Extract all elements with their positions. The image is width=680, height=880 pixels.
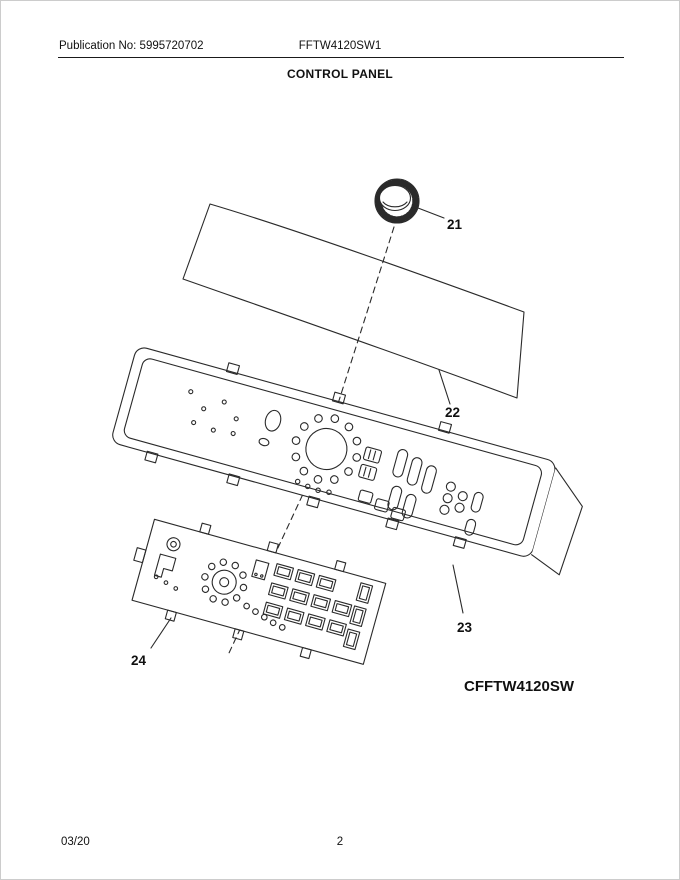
control-panel-part-23 bbox=[112, 347, 583, 576]
board-encoder bbox=[201, 558, 248, 606]
callout-23: 23 bbox=[457, 620, 473, 635]
board-connectors bbox=[262, 563, 374, 651]
header-divider bbox=[58, 57, 624, 58]
footer-page-number: 2 bbox=[336, 836, 344, 848]
control-board-part-24 bbox=[131, 518, 387, 665]
console-button-cluster bbox=[357, 446, 484, 536]
callout-22: 22 bbox=[445, 405, 460, 420]
model-number: FFTW4120SW1 bbox=[298, 40, 382, 52]
console-knob-opening bbox=[291, 414, 362, 496]
console-mount-holes bbox=[188, 389, 239, 437]
diagram-model-label: CFFTW4120SW bbox=[464, 678, 575, 695]
footer-date: 03/20 bbox=[61, 836, 90, 848]
console-oval-button bbox=[264, 409, 282, 432]
callout-21: 21 bbox=[447, 217, 463, 232]
rear-panel-part-22 bbox=[182, 203, 525, 399]
section-title: CONTROL PANEL bbox=[286, 67, 394, 81]
knob-part-21 bbox=[374, 178, 420, 224]
callout-leader-lines bbox=[150, 207, 464, 649]
callout-24: 24 bbox=[131, 653, 147, 668]
publication-number: Publication No: 5995720702 bbox=[59, 40, 204, 52]
